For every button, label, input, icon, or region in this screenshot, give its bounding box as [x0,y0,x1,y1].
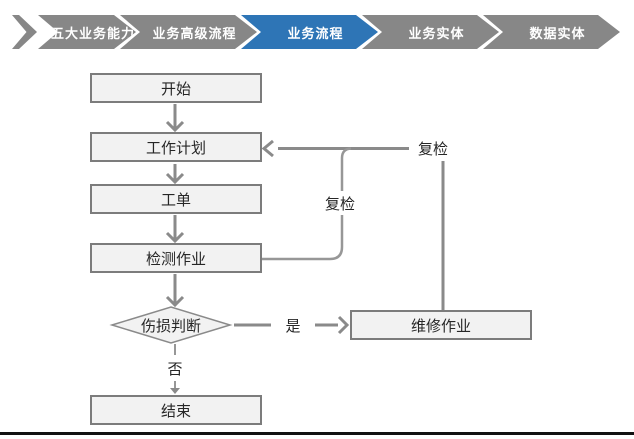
nav-item-business-process[interactable]: 业务流程 [241,15,378,49]
arrowhead-left-icon [261,139,274,158]
arrowhead-down-icon [165,295,185,308]
arrowhead-right-icon [337,315,350,335]
flow-node-repair-job: 维修作业 [350,310,532,340]
flow-node-damage-decision-label: 伤损判断 [140,317,201,335]
bottom-border-line [0,432,634,435]
flow-node-label: 开始 [160,80,191,98]
nav-item-label: 数据实体 [529,25,586,41]
nav-item-label: 五大业务能力 [50,25,135,41]
nav-item-label: 业务高级流程 [152,25,237,41]
flow-node-label: 检测作业 [145,250,206,268]
nav-item-data-entity[interactable]: 数据实体 [483,15,620,49]
flow-node-label: 维修作业 [410,317,471,335]
flow-node-label: 工单 [160,191,191,209]
nav-item-advanced-process[interactable]: 业务高级流程 [120,15,257,49]
edge-label-yes: 是 [271,313,315,337]
nav-item-business-entity[interactable]: 业务实体 [362,15,499,49]
nav-item-label: 业务流程 [287,25,344,41]
arrowhead-down-icon [165,231,185,244]
flow-node-start: 开始 [90,73,262,103]
edge-label-recheck-inner: 复检 [317,191,363,215]
nav-item-five-capabilities[interactable]: 五大业务能力 [38,15,136,49]
decision-diamond-shape [109,306,233,344]
arrowhead-small-down-icon [170,388,180,394]
flow-node-inspection-job: 检测作业 [90,243,262,273]
flow-node-work-plan: 工作计划 [90,132,262,162]
arrowhead-down-icon [165,172,185,185]
edge-repair-plan-recheck [278,147,445,310]
nav-item-label: 业务实体 [408,25,465,41]
flow-node-label: 结束 [160,402,191,420]
edge-label-no: 否 [153,355,197,381]
flow-node-end: 结束 [90,395,262,425]
arrowhead-down-icon [165,120,185,133]
edge-inspect-plan-recheck [262,147,352,261]
flow-node-work-order: 工单 [90,184,262,214]
flow-node-label: 工作计划 [145,139,206,157]
edge-label-recheck-outer: 复检 [409,135,457,161]
